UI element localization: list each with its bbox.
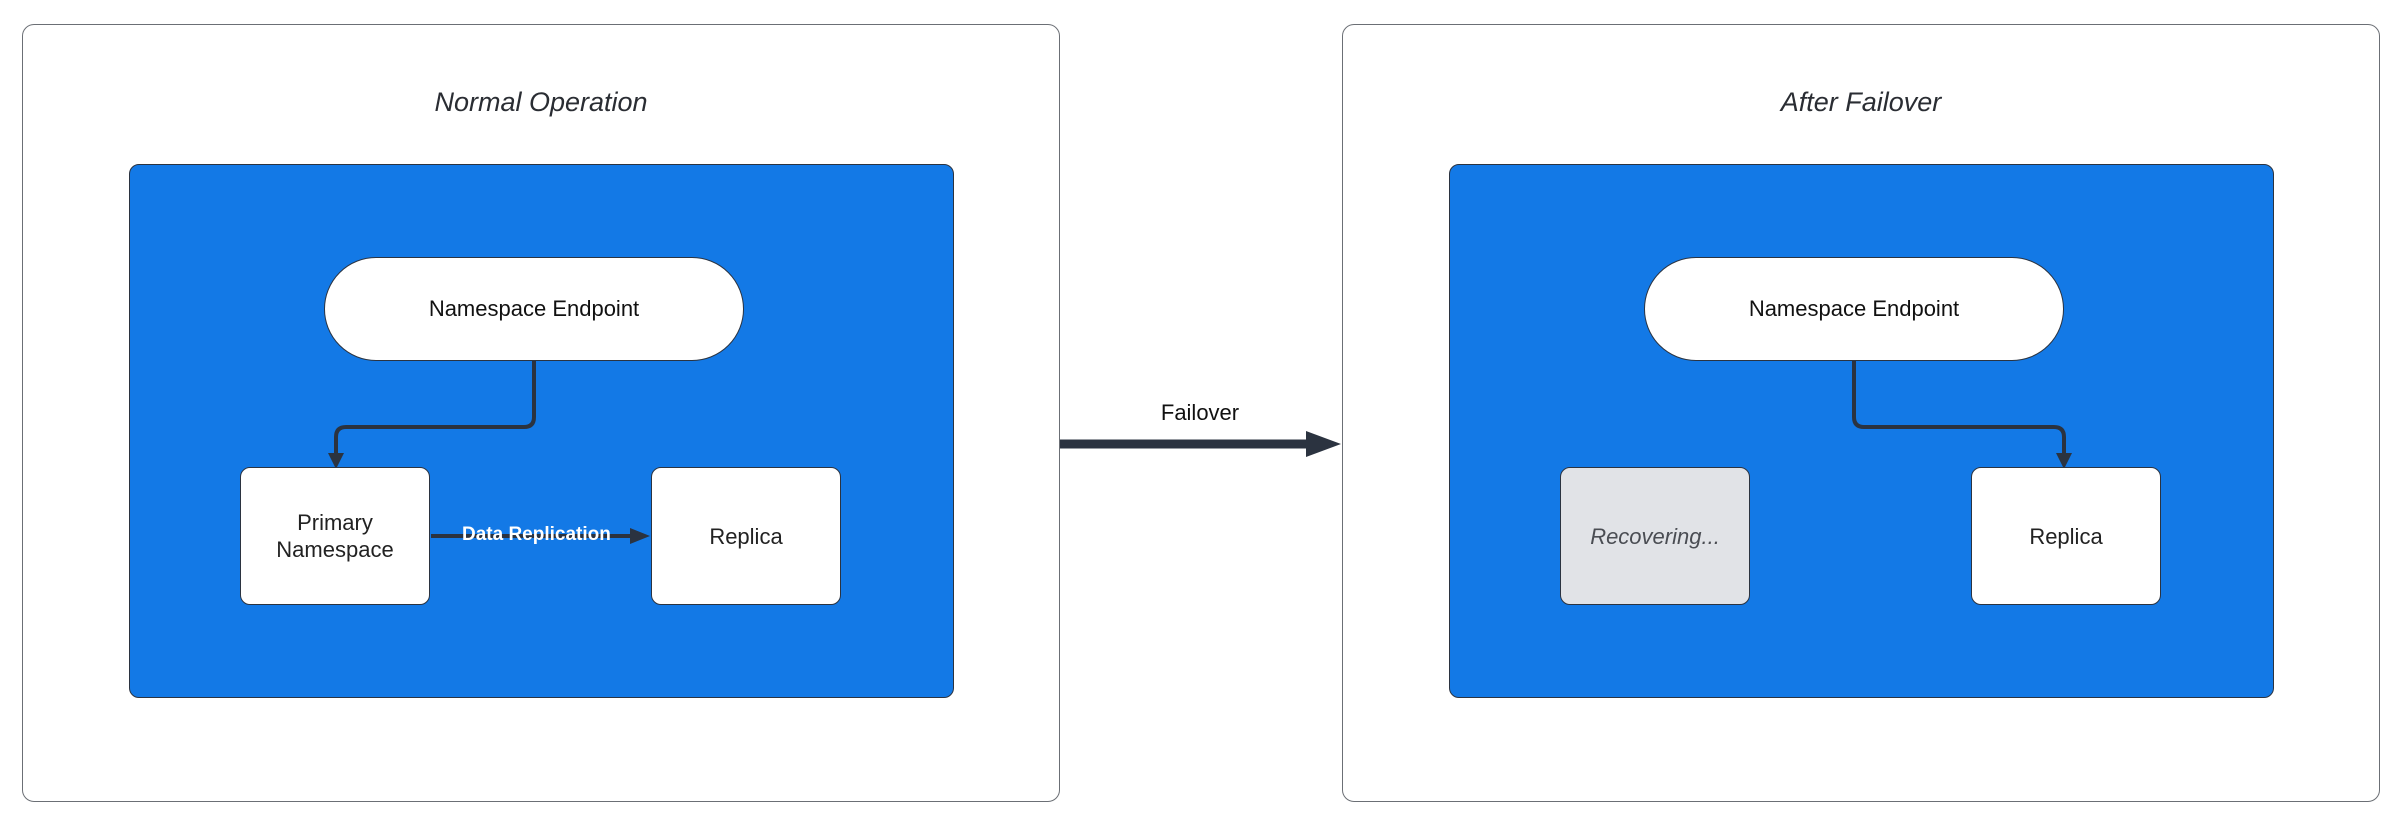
endpoint-to-replica-arrowhead xyxy=(2056,453,2072,469)
endpoint-to-replica-connector xyxy=(1852,361,2066,455)
normal-operation-connectors xyxy=(328,361,650,544)
failover-arrowhead xyxy=(1306,431,1341,457)
primary-namespace-label-line2: Namespace xyxy=(276,537,394,562)
primary-namespace-node: Primary Namespace xyxy=(240,467,430,605)
namespace-endpoint-node: Namespace Endpoint xyxy=(324,257,744,361)
replica-node: Replica xyxy=(1971,467,2161,605)
after-failover-region: Namespace Endpoint Recovering... Replica xyxy=(1449,164,2274,698)
normal-operation-region: Namespace Endpoint Primary Namespace Dat… xyxy=(129,164,954,698)
normal-operation-title: Normal Operation xyxy=(434,87,648,117)
endpoint-to-primary-connector xyxy=(334,361,536,455)
failover-label: Failover xyxy=(1160,400,1240,425)
namespace-endpoint-node: Namespace Endpoint xyxy=(1644,257,2064,361)
after-failover-panel: After Failover Namespace Endpoint Recove… xyxy=(1342,24,2380,802)
recovering-node: Recovering... xyxy=(1560,467,1750,605)
after-failover-title: After Failover xyxy=(1780,87,1942,117)
primary-namespace-label-line1: Primary xyxy=(297,510,373,535)
after-failover-connectors xyxy=(1852,361,2072,469)
data-replication-label: Data Replication xyxy=(462,524,611,545)
normal-operation-panel: Normal Operation Namespace Endpoint Prim… xyxy=(22,24,1060,802)
replica-node: Replica xyxy=(651,467,841,605)
data-replication-arrowhead xyxy=(630,528,650,544)
endpoint-to-primary-arrowhead xyxy=(328,453,344,469)
